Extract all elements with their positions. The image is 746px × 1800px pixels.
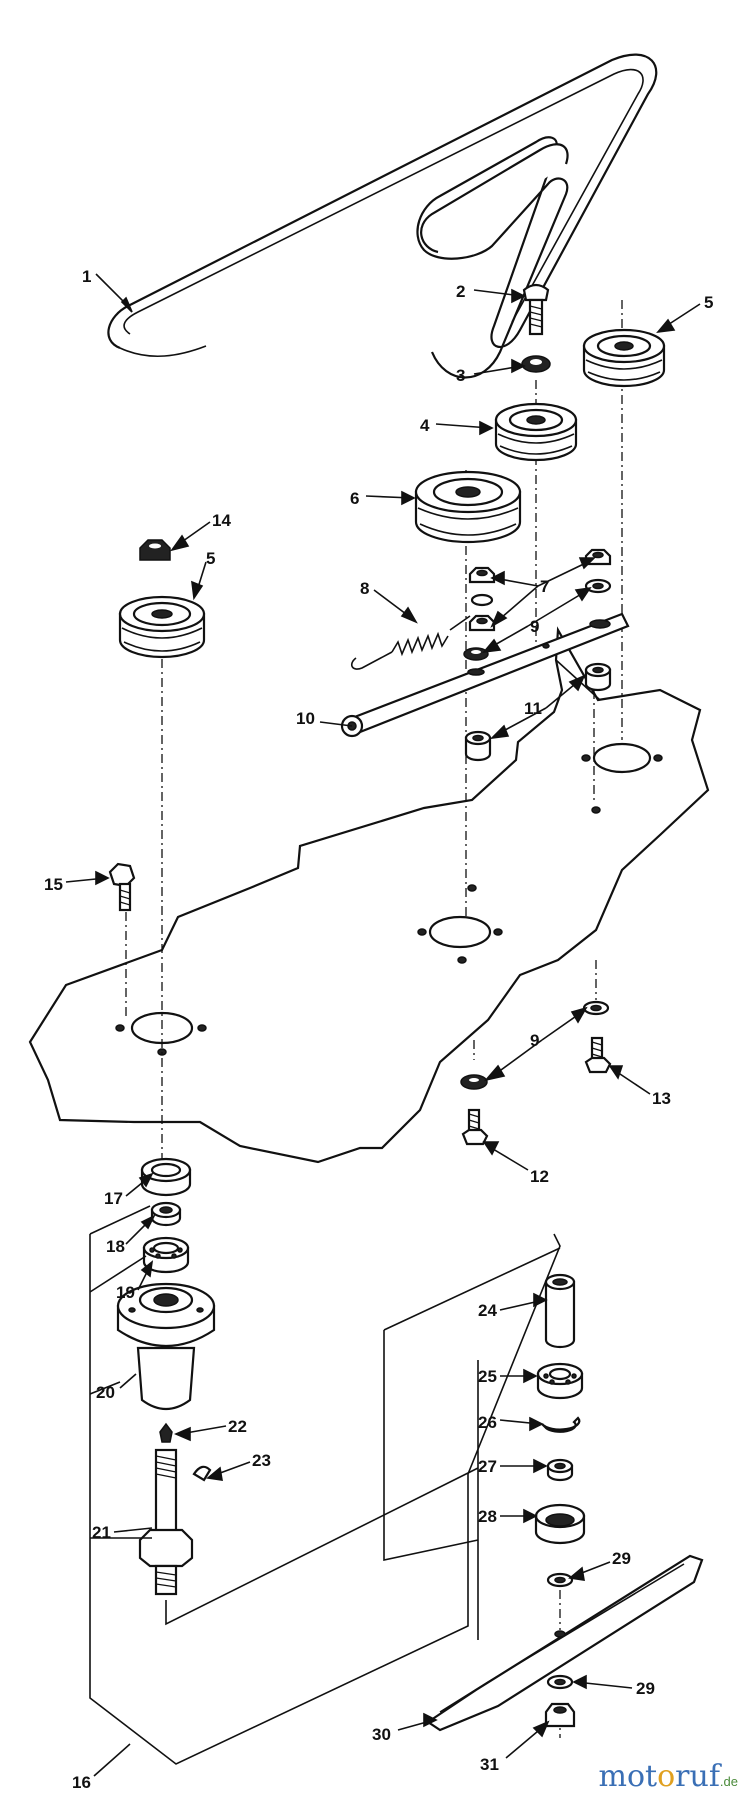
callout-24: 24: [478, 1301, 497, 1320]
callout-9-top: 9: [530, 617, 539, 636]
spindle-housing-20: [116, 1282, 216, 1411]
grease-fitting-22: [159, 1422, 173, 1443]
idler-arm-10: [340, 612, 630, 738]
washer-right: [584, 578, 612, 594]
bushing-11-right: [584, 662, 612, 692]
pulley-6: [414, 470, 522, 544]
bolt-12: [461, 1108, 489, 1146]
spacer-tube-24: [544, 1273, 576, 1349]
watermark-suffix: .de: [719, 1774, 738, 1789]
spindle-shaft-21: [138, 1448, 194, 1596]
washer-9-bottom-right: [582, 1000, 610, 1016]
watermark-part2: o: [657, 1759, 676, 1794]
pulley-5-right: [582, 328, 666, 388]
deck-hole-center: [417, 915, 503, 964]
callout-6: 6: [350, 489, 359, 508]
watermark-part1: mot: [598, 1759, 658, 1794]
nut-31: [544, 1702, 576, 1728]
retaining-ring-26: [541, 1416, 581, 1433]
blade-30: [426, 1554, 704, 1732]
callout-22: 22: [228, 1417, 247, 1436]
callout-19: 19: [116, 1283, 135, 1302]
callout-30: 30: [372, 1725, 391, 1744]
bearing-17: [140, 1157, 192, 1197]
callout-31: 31: [480, 1755, 499, 1774]
bolt-2: [522, 283, 550, 336]
pulley-4: [494, 402, 578, 462]
mower-deck: [28, 626, 710, 1164]
washer-29-top: [546, 1572, 574, 1588]
bearing-25: [536, 1362, 584, 1400]
callout-5-right: 5: [704, 293, 713, 312]
locknut-14: [139, 539, 171, 561]
callout-labels: 1 2 3 4 5 6 14 5 7 8 9 10 11 15 9 13 12 …: [44, 267, 713, 1792]
washer-9-top: [463, 647, 489, 661]
callout-16: 16: [72, 1773, 91, 1792]
callout-17: 17: [104, 1189, 123, 1208]
bolt-15: [108, 862, 136, 912]
callout-10: 10: [296, 709, 315, 728]
washer-9-bottom-left: [460, 1074, 488, 1090]
spacer-27: [546, 1458, 574, 1482]
callout-26: 26: [478, 1413, 497, 1432]
leader-lines: [65, 273, 701, 1777]
nut-7-center: [468, 566, 496, 632]
callout-14: 14: [212, 511, 231, 530]
callout-29-bottom: 29: [636, 1679, 655, 1698]
callout-13: 13: [652, 1089, 671, 1108]
callout-3: 3: [456, 366, 465, 385]
callout-29-top: 29: [612, 1549, 631, 1568]
callout-28: 28: [478, 1507, 497, 1526]
callout-2: 2: [456, 282, 465, 301]
callout-9-bottom: 9: [530, 1031, 539, 1050]
bearing-cup-28: [534, 1503, 586, 1545]
callout-1: 1: [82, 267, 91, 286]
callout-11: 11: [524, 699, 542, 718]
bushing-11-left: [464, 730, 492, 762]
pulley-5-left: [118, 595, 206, 659]
v-belt: [107, 53, 658, 379]
callout-21: 21: [92, 1523, 111, 1542]
assembly-16-outline: [89, 1205, 561, 1765]
callout-8: 8: [360, 579, 369, 598]
callout-4: 4: [420, 416, 430, 435]
pin-marker: [467, 884, 477, 892]
callout-7: 7: [540, 577, 549, 596]
watermark-part3: ruf: [675, 1759, 720, 1794]
callout-15: 15: [44, 875, 63, 894]
callout-18: 18: [106, 1237, 125, 1256]
callout-25: 25: [478, 1367, 497, 1386]
spring-8: [350, 615, 471, 670]
deck-hole-right: [581, 742, 663, 814]
spacer-18: [150, 1201, 182, 1227]
callout-20: 20: [96, 1383, 115, 1402]
callout-23: 23: [252, 1451, 271, 1470]
callout-27: 27: [478, 1457, 497, 1476]
bolt-13: [584, 1036, 612, 1074]
washer-29-bottom: [546, 1674, 574, 1690]
callout-12: 12: [530, 1167, 549, 1186]
bearing-19: [142, 1236, 190, 1274]
watermark-logo: motoruf.de: [599, 1759, 738, 1794]
callout-5-left: 5: [206, 549, 215, 568]
key-23: [192, 1465, 212, 1482]
washer-3: [521, 355, 551, 373]
